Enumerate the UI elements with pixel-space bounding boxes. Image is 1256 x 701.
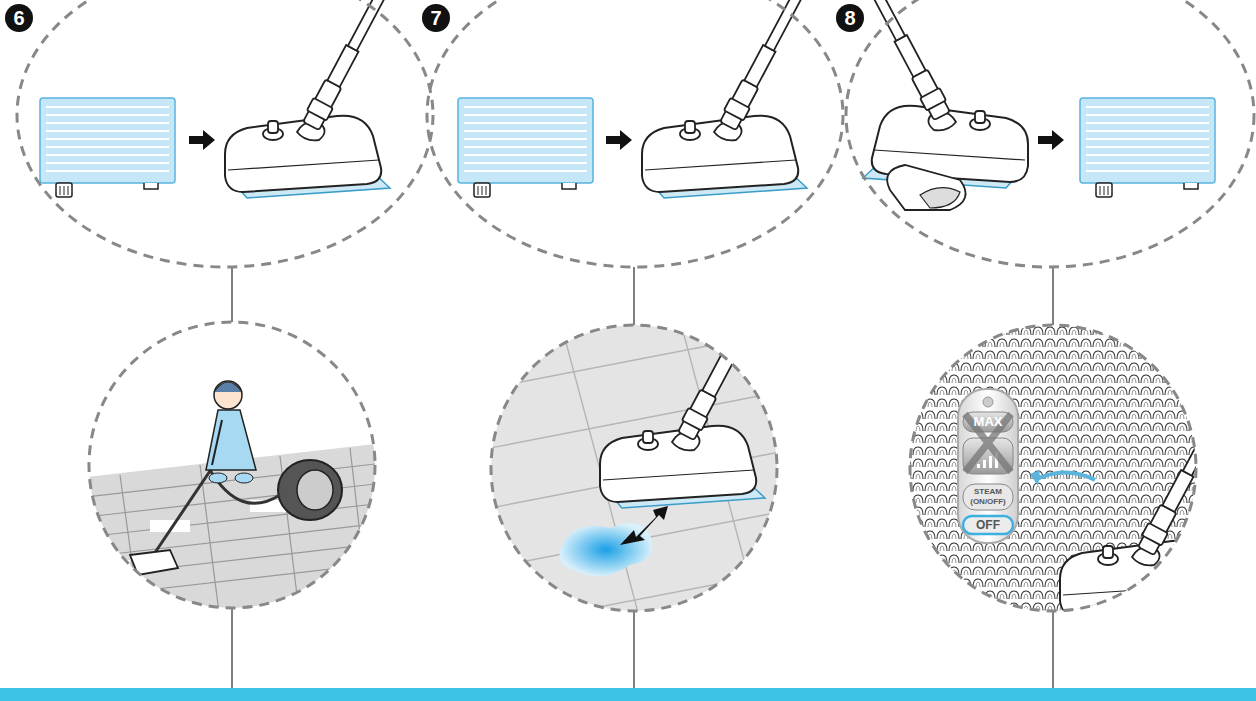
dashed-oval bbox=[17, 0, 433, 268]
carpet-scene bbox=[905, 320, 1225, 623]
mop-pad bbox=[458, 98, 593, 197]
hand bbox=[887, 165, 965, 210]
dashed-oval bbox=[846, 0, 1254, 268]
scene-circle bbox=[491, 325, 777, 611]
button-label: STEAM (ON/OFF) bbox=[963, 484, 1013, 510]
scene-circle bbox=[89, 322, 375, 608]
step-panel: 8 bbox=[846, 0, 1254, 268]
steam-mop-head bbox=[225, 0, 390, 198]
mopping-scene bbox=[480, 300, 790, 630]
step-panel: 6 bbox=[17, 0, 433, 268]
steam-mop-head-lifted bbox=[863, 0, 1028, 188]
removed-pad bbox=[920, 188, 960, 208]
step-number: 6 bbox=[5, 4, 33, 32]
button-label: OFF bbox=[963, 516, 1013, 534]
dashed-oval bbox=[427, 0, 843, 268]
mop-pad bbox=[40, 98, 175, 197]
color-bar bbox=[0, 688, 1256, 701]
step-panel: 7 bbox=[427, 0, 843, 268]
step-number: 8 bbox=[836, 4, 864, 32]
arrow bbox=[606, 130, 632, 150]
mop-pad bbox=[1080, 98, 1215, 197]
arrow bbox=[189, 130, 215, 150]
arrow bbox=[1038, 130, 1064, 150]
button-label: MAX bbox=[962, 414, 1014, 430]
vacuuming-scene bbox=[60, 320, 410, 620]
steam-mop-head bbox=[642, 0, 807, 198]
step-number: 7 bbox=[422, 4, 450, 32]
scene-circle bbox=[910, 325, 1196, 611]
control-panel: MAX STEAM (ON/OFF) OFF bbox=[957, 388, 1019, 544]
